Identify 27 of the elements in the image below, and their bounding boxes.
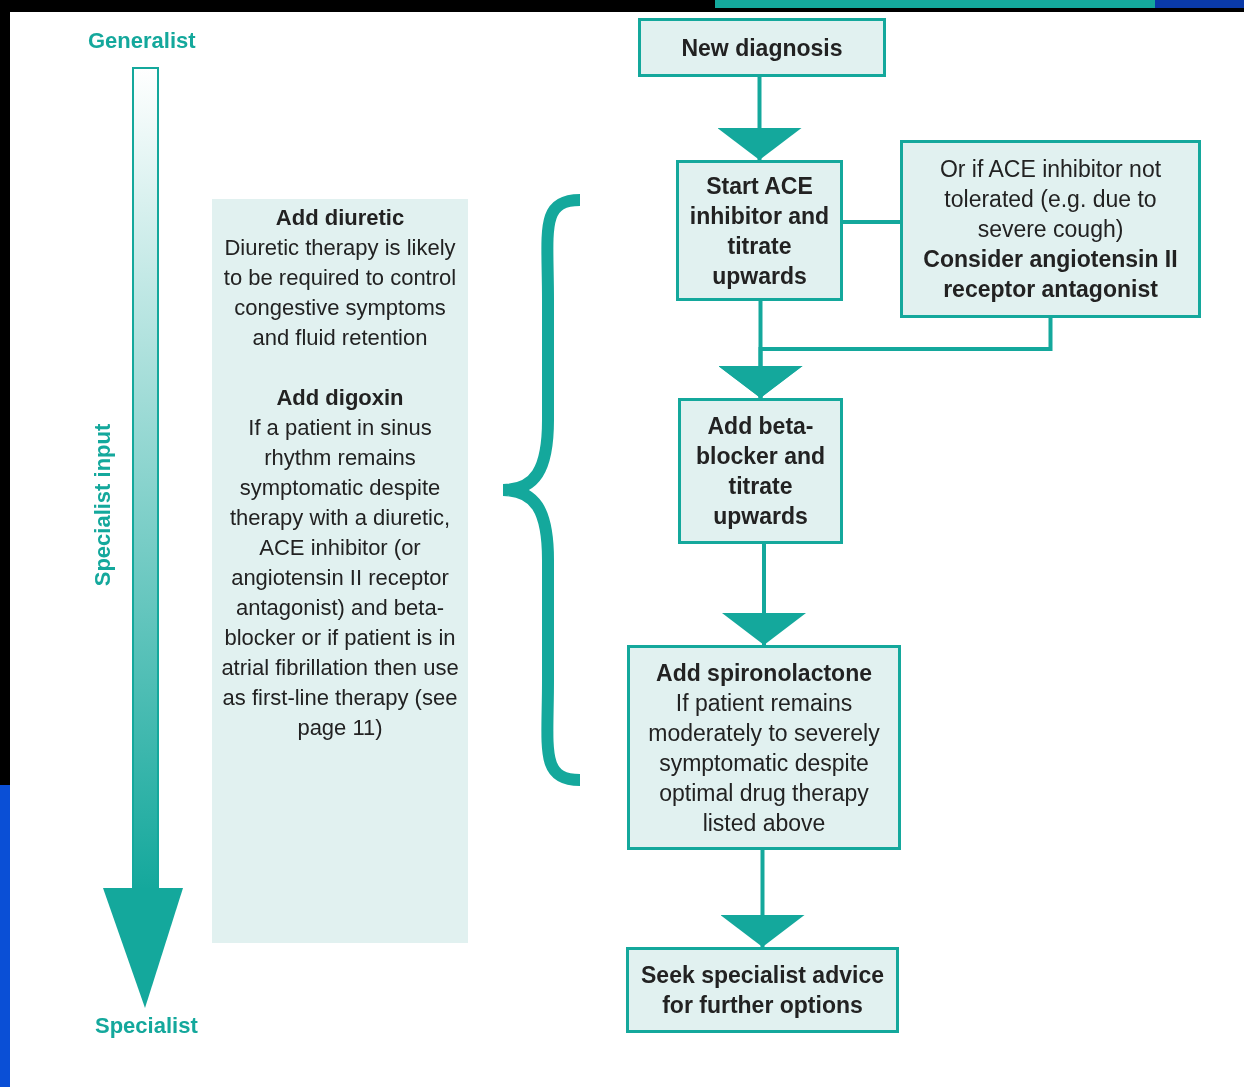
arrow — [720, 850, 805, 947]
info-panel — [212, 199, 468, 943]
box-text: If a patient in sinus rhythm remains symptomatic despite therapy with a diuretic, ACE inhibitor (or angiotensin II receptor antagonist) and beta-blocker or if patient is in atrial fibrillation then use as first-line therapy (see page 11) — [220, 414, 460, 742]
process-box — [638, 18, 886, 77]
box-heading: Add spironolactone — [656, 658, 872, 688]
arrow — [722, 544, 806, 645]
process-box — [900, 140, 1201, 318]
box-heading: New diagnosis — [681, 33, 843, 63]
arrow — [718, 318, 1053, 398]
box-heading: Consider angiotensin II receptor antagonist — [922, 245, 1179, 304]
process-box — [678, 398, 843, 544]
box-heading: Start ACE inhibitor and titrate upwards — [688, 171, 831, 291]
box-text: If patient remains moderately to severely symptomatic despite optimal drug therapy listed above — [647, 688, 881, 838]
process-box — [626, 947, 899, 1033]
box-heading: Seek specialist advice for further options — [640, 961, 885, 1020]
axis-label: Generalist — [88, 28, 196, 54]
arrow — [717, 77, 802, 160]
process-box — [627, 645, 901, 850]
box-text: Or if ACE inhibitor not tolerated (e.g. due to severe cough) — [938, 155, 1163, 244]
box-text: Diuretic therapy is likely to be required to control congestive symptoms and fluid retention — [222, 234, 458, 352]
connector-line — [843, 220, 900, 224]
box-heading: Add digoxin — [276, 384, 404, 412]
box-heading: Add diuretic — [275, 204, 405, 232]
box-heading: Add beta-blocker and titrate upwards — [694, 412, 827, 531]
axis-label: Specialist — [95, 1013, 198, 1039]
process-box — [676, 160, 843, 301]
axis-label: Specialist input — [90, 423, 116, 587]
